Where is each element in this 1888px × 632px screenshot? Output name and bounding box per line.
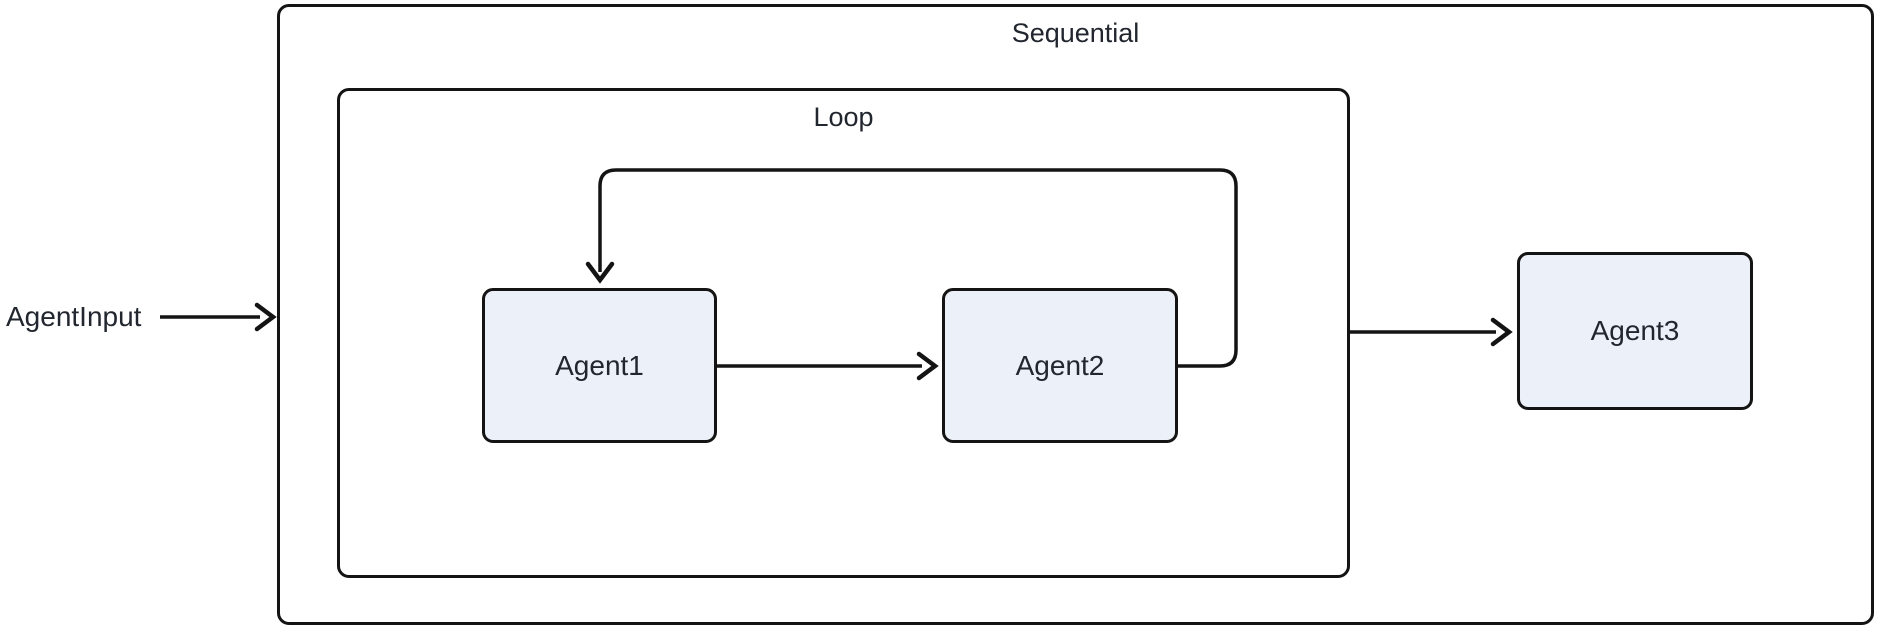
node-agent3: Agent3 bbox=[1517, 252, 1753, 410]
edge-agentinput-to-sequential-arrow bbox=[160, 302, 277, 332]
loop-label: Loop bbox=[813, 102, 874, 132]
node-agent2-label: Agent2 bbox=[1015, 349, 1105, 381]
node-agent2: Agent2 bbox=[942, 288, 1178, 443]
node-agent3-label: Agent3 bbox=[1590, 315, 1680, 346]
node-agent1-label: Agent1 bbox=[555, 349, 644, 381]
node-agent1: Agent1 bbox=[482, 288, 717, 443]
agent-input-label: AgentInput bbox=[6, 301, 142, 332]
sequential-label: Sequential bbox=[1011, 18, 1140, 48]
